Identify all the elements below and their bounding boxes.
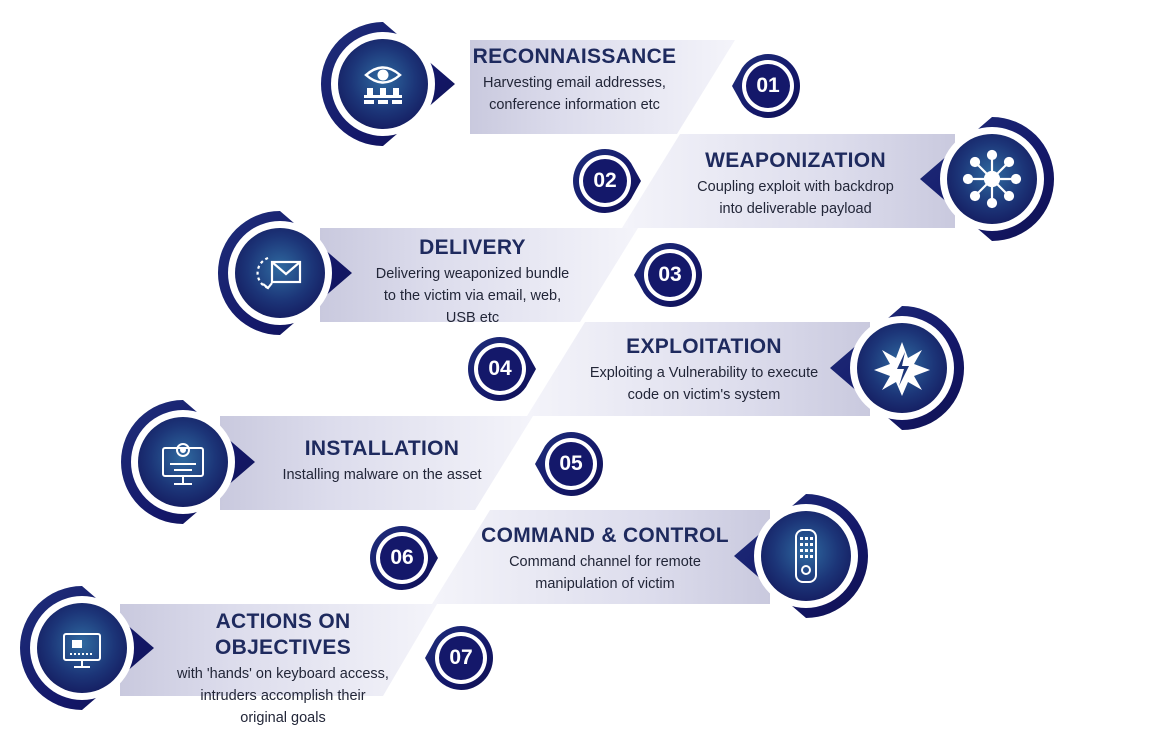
description-line: Exploiting a Vulnerability to execute [589, 365, 819, 381]
number-badge-02 [573, 149, 641, 213]
step-title: DELIVERY [419, 236, 526, 259]
description-line: to the victim via email, web, [383, 288, 562, 304]
description-line: Delivering weaponized bundle [375, 266, 570, 282]
number-badge-04 [468, 337, 536, 401]
description-line: conference information etc [489, 97, 660, 113]
band-01 [470, 40, 735, 134]
step-description: Command channel for remote manipulation … [470, 551, 740, 595]
step-title: ACTIONS ON OBJECTIVES [214, 610, 352, 659]
step-number-06: 06 [390, 546, 414, 569]
description-line: code on victim's system [627, 387, 781, 403]
step-title: INSTALLATION [304, 437, 460, 460]
step-description: Exploiting a Vulnerability to execute co… [566, 362, 842, 406]
step-number-04: 04 [488, 357, 512, 380]
description-line: manipulation of victim [535, 576, 675, 592]
kill-chain-diagram: RECONNAISSANCE Harvesting email addresse… [20, 21, 1055, 726]
band-05 [220, 416, 533, 510]
step-number-07: 07 [449, 646, 473, 669]
number-badge-07 [425, 626, 493, 690]
step-number-05: 05 [559, 452, 583, 475]
computer-access-icon [63, 633, 101, 668]
band-04 [527, 322, 870, 416]
description-line: Installing malware on the asset [282, 467, 482, 483]
eye-surveillance-icon [364, 66, 402, 104]
description-line: intruders accomplish their [200, 688, 366, 704]
monitor-settings-icon [162, 443, 204, 485]
step-description: Installing malware on the asset [258, 464, 506, 486]
description-line: original goals [240, 710, 326, 726]
medallion-05 [121, 400, 255, 524]
step-number-01: 01 [756, 74, 780, 97]
step-03-text: DELIVERY Delivering weaponized bundle to… [345, 235, 600, 329]
step-description: Delivering weaponized bundle to the vict… [345, 263, 600, 329]
step-05-text: INSTALLATION Installing malware on the a… [258, 436, 506, 486]
number-badge-03 [634, 243, 702, 307]
step-description: Coupling exploit with backdrop into deli… [673, 176, 918, 220]
step-number-03: 03 [658, 263, 682, 286]
remote-control-icon [795, 529, 817, 583]
step-title: EXPLOITATION [626, 335, 782, 358]
description-line: Coupling exploit with backdrop [697, 179, 894, 195]
step-04-text: EXPLOITATION Exploiting a Vulnerability … [566, 334, 842, 406]
band-06 [432, 510, 770, 604]
description-line: Command channel for remote [509, 554, 701, 570]
description-line: Harvesting email addresses, [483, 75, 666, 91]
step-title: WEAPONIZATION [705, 149, 886, 172]
step-01-text: RECONNAISSANCE Harvesting email addresse… [462, 44, 687, 116]
band-07 [120, 604, 437, 696]
step-description: with 'hands' on keyboard access, intrude… [148, 663, 418, 729]
step-title: RECONNAISSANCE [472, 45, 677, 68]
band-03 [320, 228, 638, 322]
step-02-text: WEAPONIZATION Coupling exploit with back… [673, 148, 918, 220]
explosion-icon [874, 342, 930, 396]
step-07-text: ACTIONS ON OBJECTIVES with 'hands' on ke… [148, 609, 418, 729]
description-line: with 'hands' on keyboard access, [177, 666, 389, 682]
medallion-01 [320, 21, 455, 146]
network-hub-icon [962, 149, 1022, 209]
step-06-text: COMMAND & CONTROL Command channel for re… [470, 523, 740, 595]
description-line: into deliverable payload [719, 201, 872, 217]
diagram-canvas [20, 21, 1055, 710]
number-badge-01 [732, 54, 800, 118]
step-number-02: 02 [593, 169, 617, 192]
step-title: COMMAND & CONTROL [481, 524, 729, 547]
description-line: USB etc [445, 310, 500, 326]
number-badge-05 [535, 432, 603, 496]
band-02 [622, 134, 955, 228]
number-badge-06 [370, 526, 438, 590]
email-delivery-icon [256, 256, 302, 290]
step-description: Harvesting email addresses, conference i… [462, 72, 687, 116]
